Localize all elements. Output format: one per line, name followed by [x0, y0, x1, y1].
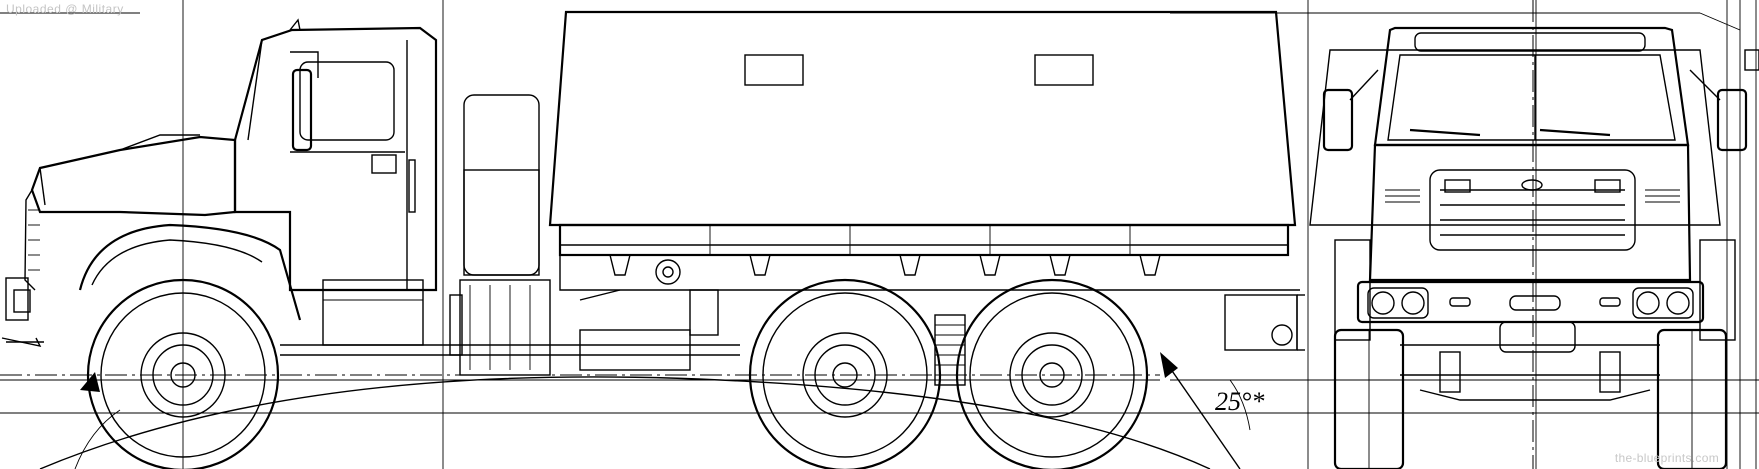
chassis-components	[280, 94, 740, 376]
canvas-window-1	[744, 54, 804, 86]
canvas-window-2	[1034, 54, 1094, 86]
front-wheel	[86, 278, 280, 469]
headlight-right	[1632, 287, 1694, 319]
watermark-top: Uploaded @ Military	[6, 2, 124, 16]
watermark-bottom: the-blueprints.com	[1614, 451, 1719, 465]
front-bumper	[1, 277, 44, 347]
front-fender	[78, 223, 302, 321]
hood	[24, 134, 237, 291]
cargo-body	[548, 10, 1305, 351]
side-view-truck: 25°*	[1, 10, 1305, 469]
cab	[233, 18, 438, 292]
approach-angle-markers	[80, 352, 1251, 469]
headlight-left	[1367, 287, 1429, 319]
approach-angle-label: 25°*	[1215, 387, 1264, 416]
rear-suspension-spring	[934, 314, 966, 386]
front-view-truck	[1309, 26, 1759, 469]
